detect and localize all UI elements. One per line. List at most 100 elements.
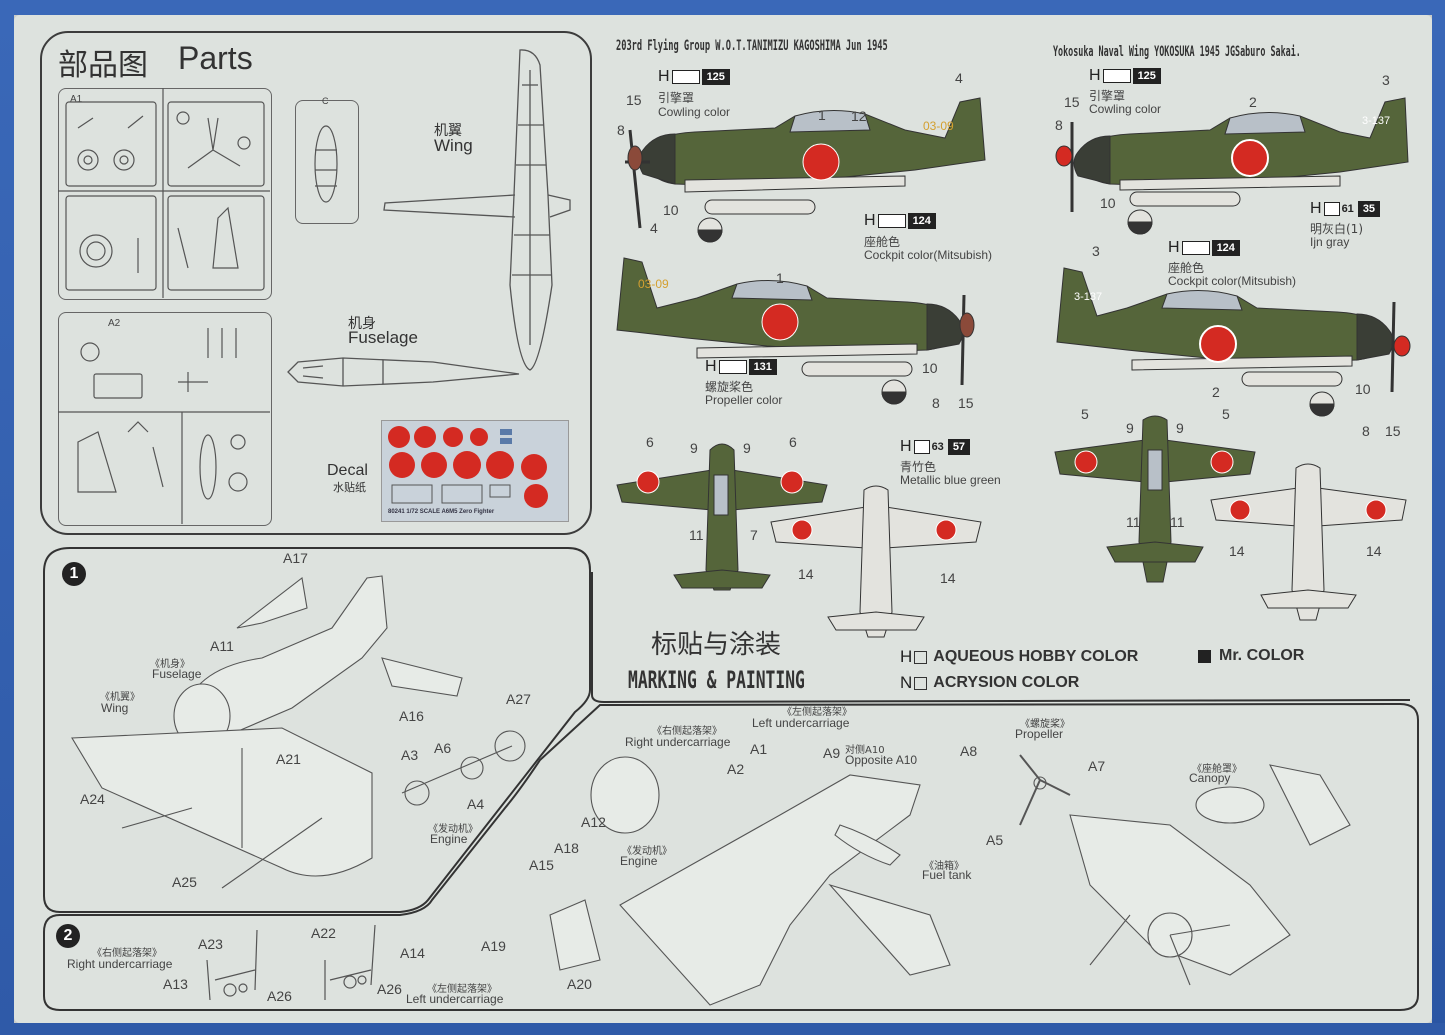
box-edge-bottom xyxy=(0,1023,1445,1035)
scheme2-tail-code-b: 3-137 xyxy=(1074,291,1102,303)
step1-assembly-drawing xyxy=(71,575,526,889)
callout-2: 2 xyxy=(1249,94,1257,110)
callout-8: 8 xyxy=(1055,117,1063,133)
callout-9: 9 xyxy=(690,440,698,456)
scheme2-grey-cn: 明灰白(1) xyxy=(1310,222,1363,236)
callout-3: 3 xyxy=(1092,243,1100,259)
part-A26: A26 xyxy=(267,988,292,1004)
scheme1-cowling-en: Cowling color xyxy=(658,105,731,119)
part-A22: A22 xyxy=(311,925,336,941)
scheme1-metallic-en: Metallic blue green xyxy=(900,473,1001,487)
step3-a9-cn: 对侧A10 xyxy=(845,745,885,756)
callout-9: 9 xyxy=(1176,420,1184,436)
callout-10: 10 xyxy=(663,202,679,218)
scheme2-side-view-left: 3-137 xyxy=(1056,267,1411,417)
callout-10: 10 xyxy=(922,360,938,376)
step3-fuel-cn: 《油箱》 xyxy=(924,861,964,872)
step3-a9-en: Opposite A10 xyxy=(845,753,918,767)
parts-title-cn: 部品图 xyxy=(58,48,148,83)
callout-1: 1 xyxy=(776,270,784,286)
callout-11: 11 xyxy=(1170,514,1185,530)
outline-box-icon xyxy=(914,676,928,690)
scheme1-propeller-code: H 131 xyxy=(705,358,777,376)
step3-right-en: Right undercarriage xyxy=(625,735,731,749)
outline-box-icon xyxy=(914,650,928,664)
hobby-prefix: H xyxy=(658,68,670,85)
aqueous-swatch xyxy=(877,214,906,228)
step2-right-cn: 《右侧起落架》 xyxy=(92,948,162,959)
scheme1-bottom-view xyxy=(770,485,982,638)
scheme1-side-view-right: 03-09 xyxy=(625,97,986,243)
scheme2-cowling-code: H 125 xyxy=(1089,67,1161,85)
callout-5: 5 xyxy=(1081,406,1089,422)
callout-10: 10 xyxy=(1100,195,1116,211)
scheme2-top-view xyxy=(1054,415,1256,583)
callout-8: 8 xyxy=(617,122,625,138)
scheme2-tail-code-a: 3-137 xyxy=(1362,115,1390,127)
callout-3: 3 xyxy=(1382,72,1390,88)
callout-14: 14 xyxy=(1366,543,1382,559)
hobby-prefix: H xyxy=(705,358,717,375)
color-code: 57 xyxy=(947,439,971,455)
part-A6: A6 xyxy=(434,740,452,756)
step2-right-en: Right undercarriage xyxy=(67,957,173,971)
decal-sheet-caption: 80241 1/72 SCALE A6M5 Zero Fighter xyxy=(388,509,495,515)
paint-key-mrcolor: Mr. COLOR xyxy=(1198,647,1304,665)
step1-engine-en: Engine xyxy=(430,832,468,846)
step3-engine-en: Engine xyxy=(620,854,658,868)
scheme1-title: 203rd Flying Group W.O.T.TANIMIZU KAGOSH… xyxy=(616,38,888,54)
hobby-prefix: H xyxy=(900,647,913,666)
scheme1-side-view-left: 03-09 xyxy=(616,257,975,405)
callout-8: 8 xyxy=(932,395,940,411)
callout-12: 12 xyxy=(851,108,867,124)
scheme1-propeller-cn: 螺旋桨色 xyxy=(705,380,754,394)
hobby-prefix: H xyxy=(1310,200,1322,217)
scheme2-cockpit-cn: 座舱色 xyxy=(1168,261,1205,275)
step3-right-cn: 《右侧起落架》 xyxy=(652,726,722,737)
scheme1-cockpit-cn: 座舱色 xyxy=(864,235,901,249)
callout-5: 5 xyxy=(1222,406,1230,422)
canopy-part xyxy=(314,125,338,203)
scheme2-grey-code: H 61 35 xyxy=(1310,200,1381,218)
fuselage-label-cn: 机身 xyxy=(348,316,376,332)
part-A7: A7 xyxy=(1088,758,1106,774)
decal-label-en: Decal xyxy=(327,462,368,479)
scheme1-cowling-code: H 125 xyxy=(658,68,730,86)
callout-8: 8 xyxy=(1362,423,1370,439)
color-code: 125 xyxy=(701,69,730,85)
hobby-prefix: H xyxy=(1168,239,1180,256)
callout-9: 9 xyxy=(1126,420,1134,436)
scheme1-cockpit-code: H 124 xyxy=(864,212,936,230)
part-A21: A21 xyxy=(276,751,301,767)
parts-title-en: Parts xyxy=(178,40,253,76)
callout-9: 9 xyxy=(743,440,751,456)
scheme1-cockpit-en: Cockpit color(Mitsubish) xyxy=(864,248,993,262)
fuselage-label-en: Fuselage xyxy=(348,328,418,347)
callout-4: 4 xyxy=(955,70,963,86)
part-A26: A26 xyxy=(377,981,402,997)
step3-assembly-drawing xyxy=(549,754,1351,1006)
step3-canopy-en: Canopy xyxy=(1189,771,1231,785)
paint-key-aqueous-label: AQUEOUS HOBBY COLOR xyxy=(933,648,1139,665)
runner-a1-parts xyxy=(58,88,270,298)
marking-title-en: MARKING & PAINTING xyxy=(628,666,805,694)
hobby-prefix: H xyxy=(900,438,912,455)
callout-10: 10 xyxy=(1355,381,1371,397)
scheme1-top-view xyxy=(616,443,828,591)
acrysion-prefix: N xyxy=(900,673,913,692)
scheme2-cockpit-en: Cockpit color(Mitsubish) xyxy=(1168,274,1297,288)
wing-label-cn: 机翼 xyxy=(434,123,462,139)
callout-14: 14 xyxy=(940,570,956,586)
callout-1: 1 xyxy=(818,107,826,123)
step-1-marker: 1 xyxy=(62,562,86,586)
step1-wing-cn: 《机翼》 xyxy=(100,692,140,703)
decal-roundels xyxy=(388,426,548,508)
callout-15: 15 xyxy=(626,92,642,108)
aqueous-swatch xyxy=(913,440,930,454)
aqueous-swatch xyxy=(1323,202,1340,216)
step1-fuselage-en: Fuselage xyxy=(152,667,202,681)
part-A27: A27 xyxy=(506,691,531,707)
callout-6: 6 xyxy=(646,434,654,450)
step1-fuselage-cn: 《机身》 xyxy=(150,659,190,670)
scheme2-cowling-cn: 引擎罩 xyxy=(1089,89,1126,103)
